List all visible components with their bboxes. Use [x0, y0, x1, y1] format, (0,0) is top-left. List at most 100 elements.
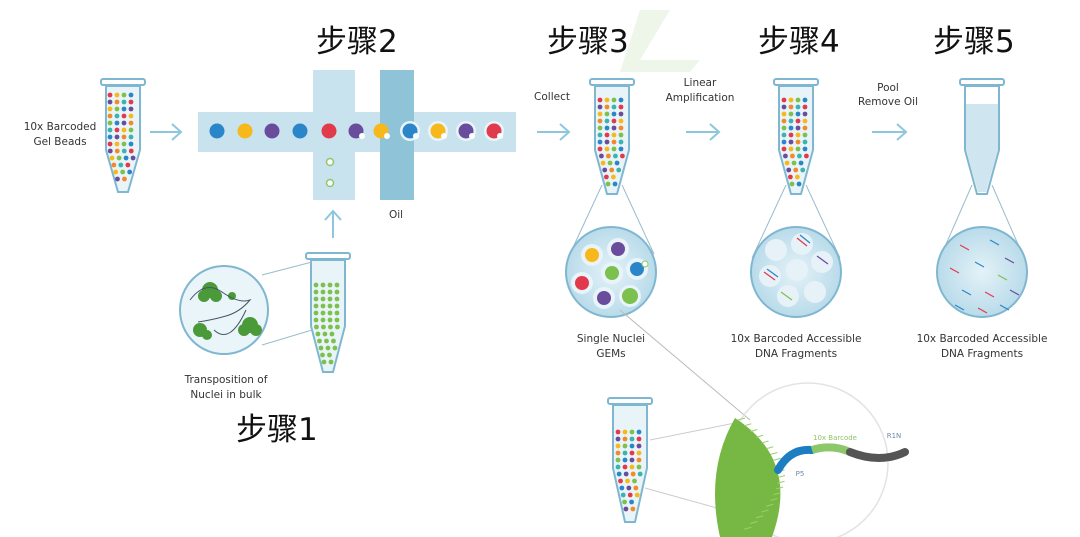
- oligo-strand: [773, 492, 781, 496]
- gel-beads-label-1: 10x Barcoded: [24, 121, 97, 133]
- bead-dot: [107, 113, 113, 119]
- bead-dot: [128, 113, 134, 119]
- bead-dot: [107, 92, 113, 98]
- gems-label-2: GEMs: [596, 348, 625, 360]
- bead-dot: [128, 134, 134, 140]
- nucleus-dot: [313, 282, 319, 288]
- gem-dot: [781, 139, 787, 145]
- gem-dot: [781, 97, 787, 103]
- bead-dot: [128, 127, 134, 133]
- bead-dot: [636, 429, 642, 435]
- oil-label: Oil: [389, 209, 403, 221]
- fragments4-label-2: DNA Fragments: [755, 348, 837, 360]
- gem-dot: [604, 118, 610, 124]
- oligo-strand: [777, 475, 786, 478]
- gem-dot: [614, 160, 620, 166]
- gem-dot: [790, 153, 795, 159]
- gem-dot: [789, 181, 795, 187]
- bead-dot: [130, 155, 136, 161]
- nucleus-dot: [331, 338, 336, 344]
- bead-dot: [114, 134, 120, 140]
- gem-dot: [788, 97, 794, 103]
- gem-dot: [618, 118, 624, 124]
- amplification-tube: [773, 78, 819, 195]
- oligo-strand: [773, 457, 781, 461]
- nuclei-zoom-circle: [179, 265, 269, 355]
- gem-dot: [616, 167, 622, 173]
- gel-bead: [264, 123, 280, 139]
- dna-fragment: [954, 304, 965, 311]
- dna-fragment: [974, 261, 985, 268]
- bead-dot: [633, 485, 639, 491]
- nucleus-dot: [317, 338, 322, 344]
- nucleus-dot: [325, 345, 331, 351]
- gem-dot: [795, 132, 801, 138]
- gem-dot: [786, 167, 792, 173]
- gem-dot: [802, 118, 808, 124]
- dna-fragment: [961, 289, 972, 296]
- bead-dot: [121, 106, 127, 112]
- p5-tag: P5: [796, 470, 805, 478]
- gem-dot: [610, 174, 616, 180]
- oligo-strand: [761, 440, 769, 444]
- bead-dot: [128, 141, 134, 147]
- linear-label-2: Amplification: [666, 92, 735, 104]
- nucleus-dot: [332, 345, 338, 351]
- bead-dot: [615, 450, 621, 456]
- gem-dot: [613, 153, 618, 159]
- gem-dot: [611, 111, 617, 117]
- bead-dot: [623, 506, 629, 512]
- nucleus-dot: [324, 338, 329, 344]
- gem-dot: [618, 146, 624, 152]
- gem-dot: [600, 160, 606, 166]
- nucleus-dot: [321, 324, 326, 330]
- nucleus-dot: [313, 310, 319, 316]
- gem-dot: [788, 104, 794, 110]
- fragments4-label-1: 10x Barcoded Accessible: [731, 333, 862, 345]
- bead-dot: [616, 471, 622, 477]
- gem-dot: [795, 125, 801, 131]
- oligo-strand: [770, 498, 778, 501]
- bead-dot: [114, 127, 120, 133]
- gem-dot: [802, 139, 808, 145]
- bead-dot: [107, 141, 113, 147]
- gem-dot: [611, 146, 617, 152]
- arrow-right-icon: [686, 123, 721, 141]
- dna-fragment: [1004, 257, 1015, 264]
- nucleus-dot: [334, 296, 340, 302]
- bead-dot: [121, 92, 127, 98]
- gel-beads-label-2: Gel Beads: [33, 136, 86, 148]
- r1n-tag: R1N: [887, 432, 902, 440]
- bead-dot: [114, 141, 120, 147]
- nucleus-dot: [328, 324, 333, 330]
- bead-dot: [615, 464, 621, 470]
- gem-dot: [611, 104, 617, 110]
- nucleus-dot: [313, 317, 319, 323]
- gem-dot: [604, 125, 610, 131]
- gem-tube: [589, 78, 635, 195]
- gem-dot: [802, 146, 808, 152]
- nucleus-dot: [322, 331, 328, 337]
- gem-dot: [795, 97, 801, 103]
- bead-dot: [114, 113, 120, 119]
- gem-dot: [607, 160, 613, 166]
- gem-dot: [618, 104, 624, 110]
- gem-dot: [618, 132, 624, 138]
- bead-dot: [118, 162, 124, 168]
- bead-dot: [109, 155, 115, 161]
- bead-dot: [107, 134, 113, 140]
- bead-dot: [128, 106, 134, 112]
- bead-dot: [114, 120, 120, 126]
- gem-dot: [802, 111, 808, 117]
- bead-dot: [629, 499, 634, 505]
- bead-dot: [107, 127, 113, 133]
- arrow-right-icon: [872, 123, 908, 141]
- gel-bead: [209, 123, 225, 139]
- arrow-right-icon: [150, 123, 183, 141]
- linear-label-1: Linear: [684, 77, 717, 89]
- nucleus-dot: [334, 310, 340, 316]
- gem-dot: [597, 139, 603, 145]
- gem-dot: [781, 111, 787, 117]
- bead-dot: [128, 92, 134, 98]
- bead-dot: [634, 492, 640, 498]
